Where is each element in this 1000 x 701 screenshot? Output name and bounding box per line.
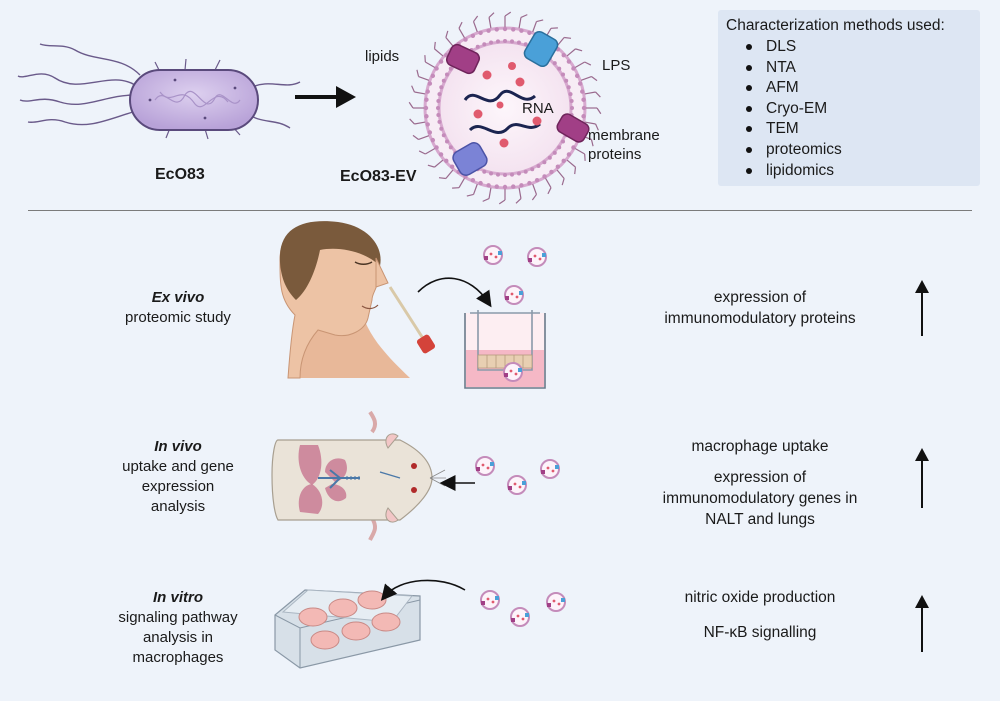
row-subtitle: uptake and gene expression analysis [122, 458, 234, 515]
result-ex-vivo: expression of immunomodulatory proteins [664, 289, 856, 327]
section-divider [28, 210, 972, 211]
bacterium-icon [17, 43, 301, 140]
up-arrow-icon [915, 595, 929, 652]
row-ex-vivo-label: Ex vivo proteomic study [68, 288, 288, 328]
row-in-vitro-label: In vitro signaling pathway analysis in m… [68, 588, 288, 668]
lps-label: LPS [602, 57, 631, 74]
vesicle-label: EcO83-EV [340, 168, 417, 185]
method-item: NTA [746, 58, 972, 79]
row-subtitle: signaling pathway analysis in macrophage… [118, 609, 238, 666]
row-subtitle: proteomic study [125, 309, 231, 326]
row-title: Ex vivo [151, 289, 205, 306]
well-plate-icon [274, 589, 421, 669]
curved-arrow-row3 [380, 579, 466, 601]
up-arrow-icon [915, 280, 929, 336]
characterization-methods-box: Characterization methods used: DLS NTA A… [718, 10, 980, 186]
lipids-label: lipids [365, 48, 400, 65]
method-item: TEM [746, 119, 972, 140]
result-immunomodulatory-genes: expression of immunomodulatory genes in … [662, 469, 858, 528]
result-nfkb: NF-κB signalling [703, 624, 817, 641]
result-macrophage-uptake: macrophage uptake [691, 438, 829, 455]
row-in-vivo-label: In vivo uptake and gene expression analy… [68, 437, 288, 517]
method-item: proteomics [746, 140, 972, 161]
method-item: DLS [746, 37, 972, 58]
row-title: In vivo [154, 438, 202, 455]
methods-title: Characterization methods used: [726, 17, 945, 34]
methods-list: DLS NTA AFM Cryo-EM TEM proteomics lipid… [726, 37, 972, 181]
method-item: Cryo-EM [746, 99, 972, 120]
row-title: In vitro [152, 589, 203, 606]
curved-arrow-row1 [417, 277, 492, 308]
mouse-lungs-icon [271, 410, 446, 541]
bacterium-label: EcO83 [155, 166, 205, 183]
method-item: lipidomics [746, 161, 972, 182]
small-vesicles [475, 245, 566, 627]
result-nitric-oxide: nitric oxide production [684, 589, 836, 606]
method-item: AFM [746, 78, 972, 99]
person-nasal-swab-icon [279, 221, 436, 379]
up-arrow-icon [915, 448, 929, 508]
vesicle-icon [408, 11, 602, 205]
membrane-proteins-label: membrane proteins [588, 127, 660, 163]
rna-label: RNA [522, 100, 554, 117]
